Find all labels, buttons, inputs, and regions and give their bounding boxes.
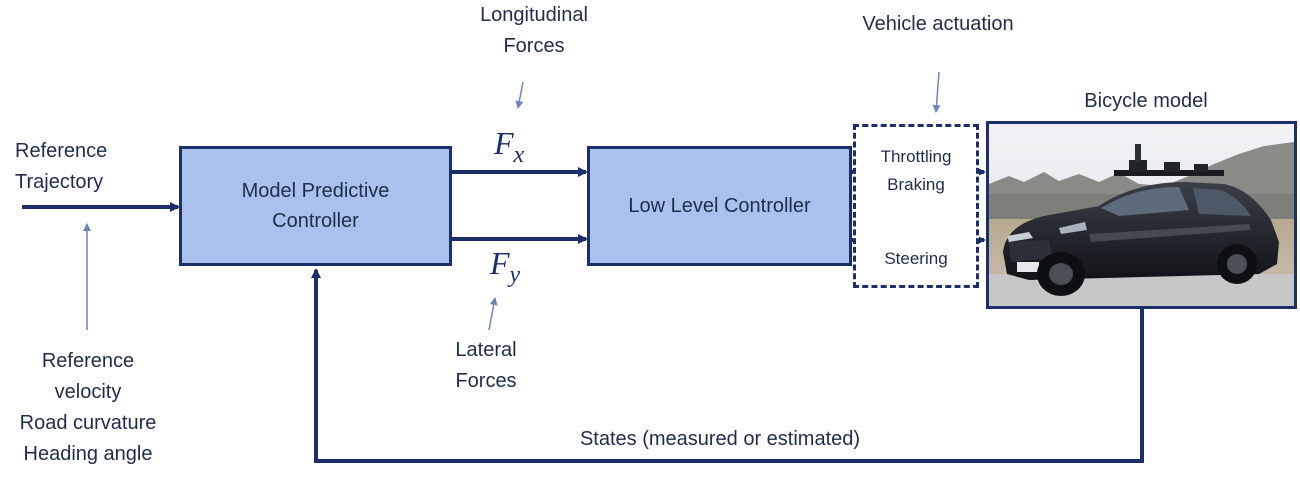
reference-inputs-label: Reference velocity Road curvature Headin… [19,350,157,465]
states-feedback-label: States (measured or estimated) [579,428,861,450]
fy-symbol: Fy [490,245,521,288]
lateral-forces-label: Lateral Forces [455,339,517,392]
braking-label: Braking [887,175,945,194]
throttling-label: Throttling [856,147,976,167]
longitudinal-annotation-arrow [515,81,524,109]
actuation-annotation-arrow [932,71,941,113]
car-photo [986,121,1297,309]
steering-label: Steering [884,249,948,268]
lateral-annotation-arrow [488,297,498,331]
fx-symbol: Fx [494,125,525,168]
feedback-line [311,268,1144,463]
bicycle-model-label: Bicycle model [1084,90,1208,112]
reference-trajectory-label: Reference Trajectory [15,140,108,193]
longitudinal-forces-label: Longitudinal Forces [480,4,588,57]
low-level-controller-block: Low Level Controller [587,146,852,266]
mpc-block: Model Predictive Controller [179,146,452,266]
autonomous-car-image [989,124,1294,306]
vehicle-actuation-label: Vehicle actuation [862,13,1014,35]
